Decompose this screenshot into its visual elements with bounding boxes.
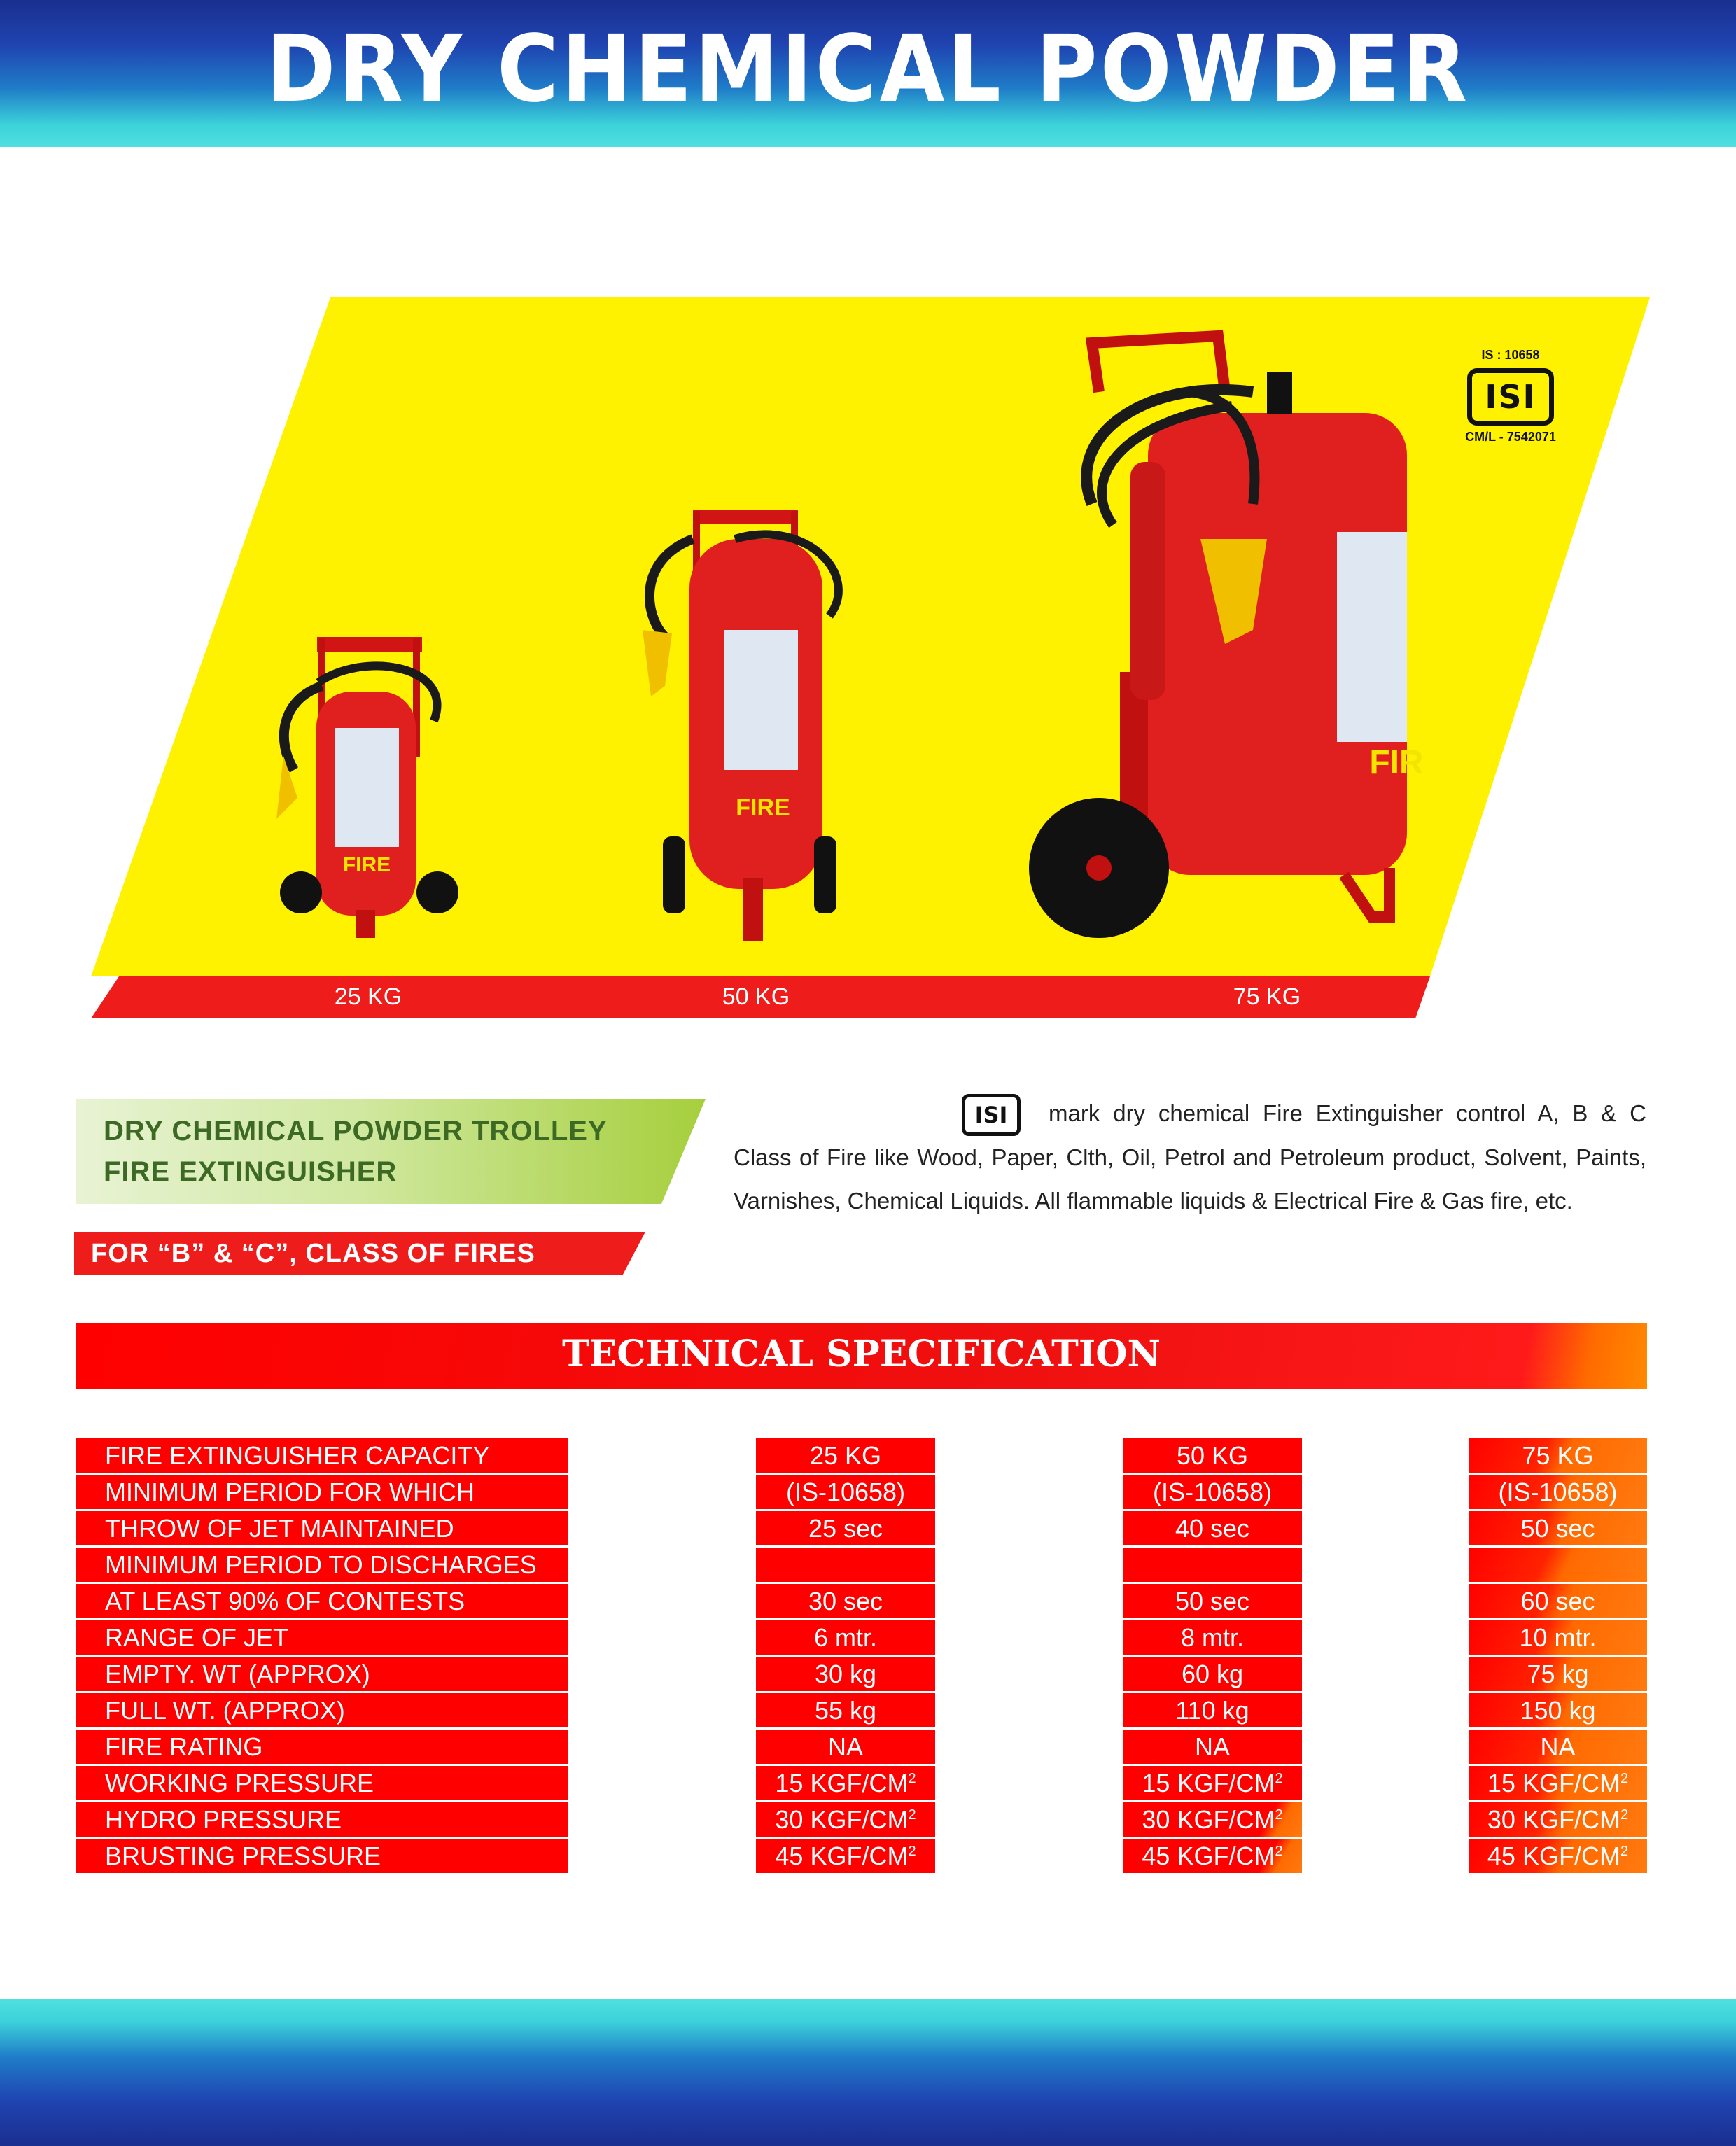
spec-value: 30 sec [756,1584,935,1618]
spec-column-25kg: 25 KG (IS-10658) 25 sec 30 sec 6 mtr. 30… [756,1438,935,1875]
spec-column-50kg: 50 KG (IS-10658) 40 sec 50 sec 8 mtr. 60… [1123,1438,1302,1875]
extinguisher-50kg-image: FIRE [643,510,843,941]
spec-value: NA [1469,1730,1647,1764]
spec-value: 150 kg [1469,1693,1647,1727]
spec-column-75kg: 75 KG (IS-10658) 50 sec 60 sec 10 mtr. 7… [1469,1438,1647,1875]
spec-label: BRUSTING PRESSURE [76,1839,568,1873]
size-label-strip [91,976,1430,1018]
spec-label: FIRE RATING [76,1730,568,1764]
spec-value [1469,1548,1647,1582]
spec-value: 8 mtr. [1123,1620,1302,1655]
spec-value: 50 sec [1469,1511,1647,1545]
spec-value: NA [756,1730,935,1764]
spec-value-pressure: 30 KGF/CM2 [756,1802,935,1837]
isi-badge: IS : 10658 ISI CM/L - 7542071 [1452,339,1569,458]
spec-value-pressure: 15 KGF/CM2 [756,1766,935,1800]
spec-value: 60 kg [1123,1657,1302,1691]
spec-label: THROW OF JET MAINTAINED [76,1511,568,1545]
spec-value: NA [1123,1730,1302,1764]
spec-value: 50 sec [1123,1584,1302,1618]
spec-value: 55 kg [756,1693,935,1727]
svg-text:FIR: FIR [1369,744,1423,781]
spec-label: MINIMUM PERIOD TO DISCHARGES [76,1548,568,1582]
product-title-line2: FIRE EXTINGUISHER [104,1156,398,1187]
spec-value: 60 sec [1469,1584,1647,1618]
size-label-50kg: 50 KG [722,983,790,1010]
spec-value: 6 mtr. [756,1620,935,1655]
footer-band [0,1999,1736,2146]
svg-text:FIRE: FIRE [343,853,391,876]
spec-value: 30 kg [756,1657,935,1691]
spec-value-pressure: 45 KGF/CM2 [1469,1839,1647,1873]
size-label-75kg: 75 KG [1233,983,1301,1010]
spec-header: TECHNICAL SPECIFICATION [76,1323,1647,1389]
spec-label: HYDRO PRESSURE [76,1802,568,1837]
spec-value: 110 kg [1123,1693,1302,1727]
extinguisher-75kg-image: FIR [1029,330,1424,938]
fire-class-text: FOR “B” & “C”, CLASS OF FIRES [91,1239,536,1268]
spec-value: 10 mtr. [1469,1620,1647,1655]
spec-value-pressure: 45 KGF/CM2 [756,1839,935,1873]
page-title: DRY CHEMICAL POWDER [265,16,1471,123]
spec-value: 40 sec [1123,1511,1302,1545]
isi-mark-icon: ISI [1467,368,1554,426]
spec-value: 75 KG [1469,1438,1647,1473]
description-text: mark dry chemical Fire Extinguisher cont… [734,1100,1646,1214]
spec-label: FIRE EXTINGUISHER CAPACITY [76,1438,568,1473]
spec-label: AT LEAST 90% OF CONTESTS [76,1584,568,1618]
header-band [0,0,1736,147]
spec-label: FULL WT. (APPROX) [76,1693,568,1727]
spec-value-pressure: 30 KGF/CM2 [1469,1802,1647,1837]
extinguisher-25kg-image: FIRE [276,637,458,938]
spec-value: 25 sec [756,1511,935,1545]
spec-value-pressure: 15 KGF/CM2 [1469,1766,1647,1800]
spec-value [756,1548,935,1582]
svg-text:FIRE: FIRE [736,794,790,821]
spec-label-column: FIRE EXTINGUISHER CAPACITY MINIMUM PERIO… [76,1438,568,1875]
spec-value-pressure: 30 KGF/CM2 [1123,1802,1302,1837]
spec-value: 75 kg [1469,1657,1647,1691]
isi-mark-inline-icon: ISI [962,1094,1021,1137]
spec-value: 50 KG [1123,1438,1302,1473]
spec-value-pressure: 15 KGF/CM2 [1123,1766,1302,1800]
product-title-banner: DRY CHEMICAL POWDER TROLLEY FIRE EXTINGU… [76,1099,706,1204]
spec-value: 25 KG [756,1438,935,1473]
product-showcase: FIRE FIRE FIR [91,297,1650,1018]
fire-class-tag: FOR “B” & “C”, CLASS OF FIRES [74,1232,645,1275]
spec-label: WORKING PRESSURE [76,1766,568,1800]
isi-standard-number: IS : 10658 [1481,348,1540,362]
spec-label: EMPTY. WT (APPROX) [76,1657,568,1691]
spec-value [1123,1548,1302,1582]
size-label-25kg: 25 KG [334,983,402,1010]
spec-value: (IS-10658) [1123,1475,1302,1509]
spec-label: RANGE OF JET [76,1620,568,1655]
spec-value: (IS-10658) [756,1475,935,1509]
spec-value-pressure: 45 KGF/CM2 [1123,1839,1302,1873]
isi-license-number: CM/L - 7542071 [1465,430,1556,444]
product-title-line1: DRY CHEMICAL POWDER TROLLEY [104,1116,608,1146]
spec-label: MINIMUM PERIOD FOR WHICH [76,1475,568,1509]
spec-value: (IS-10658) [1469,1475,1647,1509]
spec-title: TECHNICAL SPECIFICATION [561,1333,1161,1375]
